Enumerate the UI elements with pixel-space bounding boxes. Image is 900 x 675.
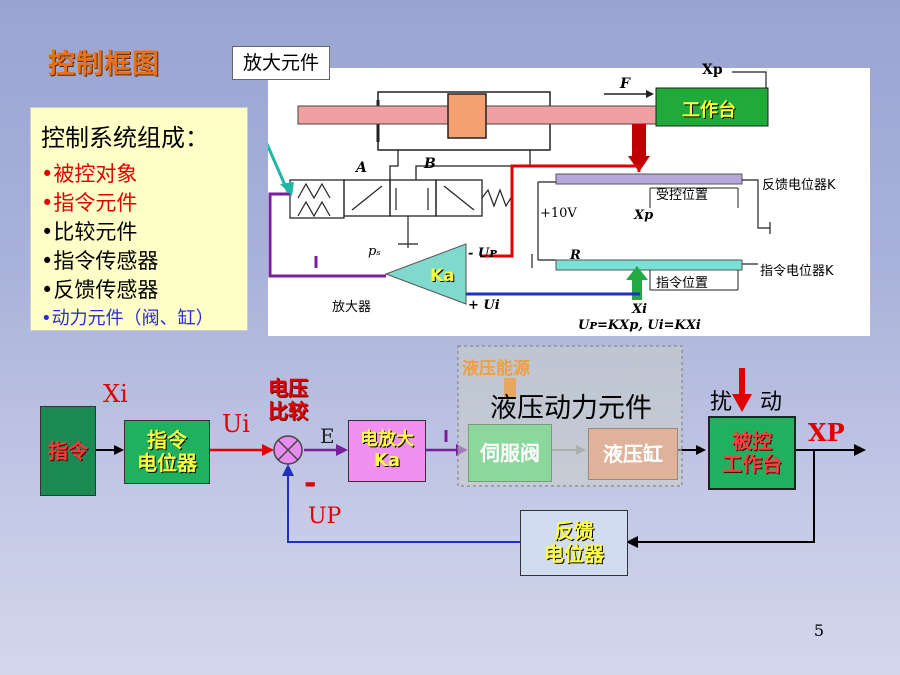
composition-item: •被控对象	[41, 162, 138, 186]
up-label: - Uᴘ	[468, 246, 497, 261]
force-label: F	[620, 76, 630, 92]
servo-valve-block: 伺服阀	[468, 424, 552, 482]
command-pot-block: 指令 电位器	[124, 420, 210, 484]
worktable-label: 工作台	[682, 100, 736, 121]
cylinder-block: 液压缸	[588, 428, 678, 480]
amplifier-gain-label: Ka	[430, 266, 455, 286]
port-b-label: B	[424, 156, 436, 172]
composition-item: •指令元件	[41, 191, 138, 215]
composition-box: 控制系统组成： •被控对象 •指令元件 •比较元件 •指令传感器 •反馈传感器 …	[30, 107, 248, 331]
command-pos-label: 指令位置	[656, 276, 709, 291]
command-block: 指令	[40, 406, 96, 496]
ui-label: + Ui	[468, 298, 500, 313]
xp2-label: Xp	[634, 208, 654, 223]
minus-sign: -	[304, 466, 317, 501]
schematic-drawing	[268, 71, 771, 305]
ps-label: pₛ	[368, 244, 381, 259]
composition-item: •指令传感器	[41, 249, 159, 273]
disturbance-label-1: 扰	[710, 390, 733, 415]
xp-output-label: XP	[808, 418, 845, 447]
plant-block: 被控 工作台	[708, 416, 796, 490]
feedback-pot-block: 反馈 电位器	[520, 510, 628, 576]
xp-label: Xp	[702, 62, 723, 78]
amplifier-callout: 放大元件	[232, 46, 330, 80]
composition-heading: 控制系统组成：	[41, 124, 209, 152]
formula-label: Uᴘ=KXp, Ui=KXi	[578, 318, 701, 333]
comparator-label: 电压 比较	[268, 376, 308, 423]
error-label: E	[320, 424, 335, 448]
hydraulic-source-label: 液压能源	[462, 359, 530, 379]
page-number: 5	[813, 621, 824, 640]
comparator-symbol	[274, 436, 302, 464]
amplifier-label: 放大器	[332, 300, 372, 315]
xi-label: Xi	[632, 302, 648, 317]
up-signal-label: UP	[308, 504, 342, 529]
ui-signal-label: Ui	[222, 410, 250, 438]
r-label: R	[570, 248, 581, 263]
hydraulic-power-label: 液压动力元件	[490, 393, 652, 424]
composition-item: •反馈传感器	[41, 278, 159, 302]
amplifier-block: 电放大 Ka	[348, 420, 426, 482]
xi-signal-text: Xi	[103, 380, 128, 408]
command-pot-label: 指令电位器K	[760, 264, 834, 279]
voltage-label: +10V	[540, 206, 577, 221]
xi-signal-label: Xi	[103, 380, 128, 408]
composition-item: •动力元件（阀、缸）	[41, 308, 214, 329]
composition-item: •比较元件	[41, 220, 138, 244]
feedback-pot-label: 反馈电位器K	[762, 178, 836, 193]
port-a-label: A	[356, 160, 367, 176]
slide-title: 控制框图	[48, 49, 160, 80]
hydraulic-schematic: 工作台 Xp F A B pₛ Ka 放大器 - Uᴘ + Ui 反馈电位器K …	[268, 62, 870, 336]
disturbance-label-2: 动	[760, 390, 783, 415]
controlled-pos-label: 受控位置	[656, 188, 709, 203]
